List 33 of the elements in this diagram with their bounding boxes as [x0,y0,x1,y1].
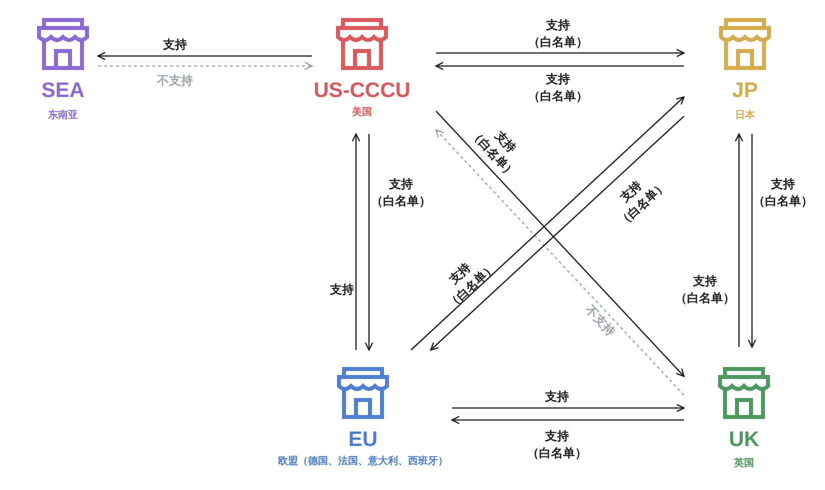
arrow [451,416,684,424]
arrow [748,134,756,348]
arrow [352,133,360,350]
node-subtitle: 日本 [735,108,755,122]
arrow [435,62,684,70]
arrow [364,134,374,351]
node-subtitle: 欧盟（德国、法国、意大利、西班牙） [278,454,448,468]
node-title: UK [728,428,760,452]
node-subtitle: 东南亚 [48,108,78,122]
node-title: EU [348,428,378,452]
node-subtitle: 美国 [352,106,372,118]
edge-label: 支持 [545,388,569,406]
arrow [436,48,685,58]
edge-label: 不支持 [582,302,618,340]
edge-label: 支持（白名单） [527,17,589,51]
edge-label: 支持（白名单） [370,176,432,210]
node-title: US-CCCU [314,79,410,103]
edge-label: 支持 [163,36,187,54]
edge-label: 支持（白名单） [752,176,814,210]
edge-label: 支持（白名单） [527,71,589,105]
arrow [97,52,312,60]
node-title: SEA [41,79,85,103]
dashed-arrow [98,62,313,70]
arrow [734,133,744,347]
node-title: JP [732,79,758,103]
edge-label: 支持（白名单） [466,126,520,182]
node-subtitle: 英国 [734,456,754,470]
edge-label: 不支持 [157,72,193,90]
arrow [452,404,685,412]
edge-label: 支持（白名单） [526,428,588,462]
edge-label: 支持（白名单） [614,177,670,232]
edge-label: 支持 [330,282,354,298]
edge-label: 支持（白名单） [674,273,736,307]
